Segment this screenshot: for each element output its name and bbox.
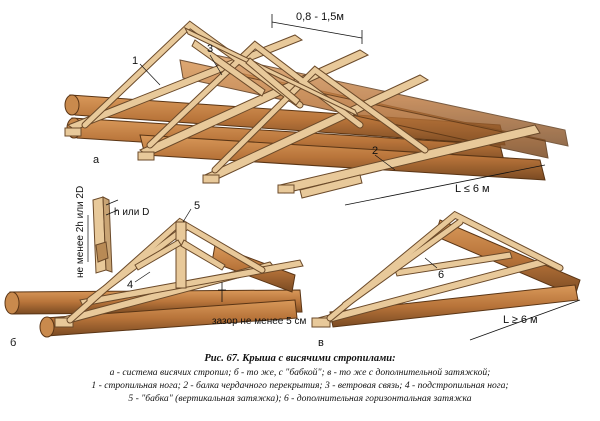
panel-v-leaders — [424, 257, 438, 269]
caption-line-3: 5 - "бабка" (вертикальная затяжка); 6 - … — [128, 393, 472, 404]
post-dimension-lines — [87, 199, 119, 262]
gap-label: зазор не менее 5 см — [212, 316, 306, 327]
king-post — [134, 221, 226, 289]
panel-v-drawing — [311, 210, 581, 341]
callout-6: 6 — [438, 269, 444, 281]
span-label-v: L ≥ 6 м — [503, 314, 538, 326]
panel-a-drawing — [64, 14, 569, 206]
panel-b-drawing — [4, 196, 304, 338]
panel-v-rafters-fill — [327, 212, 563, 321]
callout-1: 1 — [132, 55, 138, 67]
figure-caption: Рис. 67. Крыша с висячими стропилами: а … — [0, 350, 600, 405]
post-detail — [92, 196, 113, 274]
panel-label-a: а — [93, 154, 100, 166]
callout-2: 2 — [372, 145, 378, 157]
panel-v-span-dimension — [469, 299, 581, 341]
gap-marker — [218, 282, 226, 302]
caption-line-2: 1 - стропильная нога; 2 - балка чердачно… — [91, 380, 509, 391]
post-section-label: h или D — [114, 207, 149, 218]
caption-line-1: а - система висячих стропил; б - то же, … — [109, 367, 491, 378]
span-label-a: L ≤ 6 м — [455, 183, 490, 195]
panel-a-leaders — [139, 54, 396, 171]
panel-a-blocks — [64, 127, 295, 194]
panel-label-b: б — [10, 337, 16, 349]
panel-b-beams — [54, 259, 304, 328]
panel-label-v: в — [318, 337, 324, 349]
panel-a-spacing-dimension — [271, 14, 363, 44]
panel-a-wind-braces — [183, 26, 360, 118]
callout-4: 4 — [127, 279, 133, 291]
roof-truss-illustration: 0,8 - 1,5м 1 3 2 а L ≤ 6 м — [4, 11, 581, 349]
post-height-label: не менее 2h или 2D — [75, 186, 86, 278]
callout-5: 5 — [194, 200, 200, 212]
spacing-label: 0,8 - 1,5м — [296, 11, 344, 23]
callout-3: 3 — [207, 43, 213, 55]
panel-a-span-dimension — [344, 164, 546, 206]
caption-title: Рис. 67. Крыша с висячими стропилами: — [204, 353, 396, 364]
panel-b-leaders — [134, 208, 192, 283]
